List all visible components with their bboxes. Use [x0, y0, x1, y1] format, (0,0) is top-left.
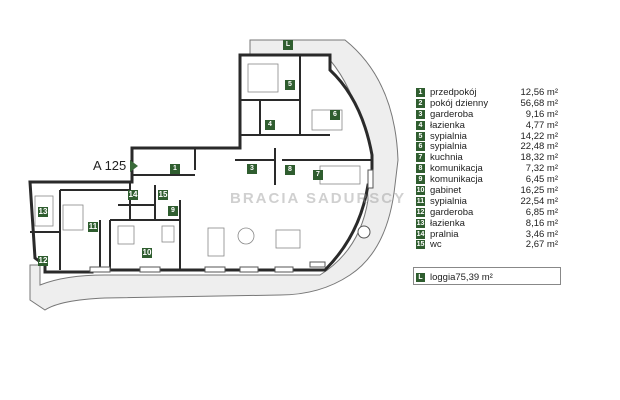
legend-room-name: łazienka — [430, 217, 465, 229]
legend-badge: 7 — [416, 153, 425, 163]
room-badge-9: 9 — [168, 206, 178, 216]
legend-room-area: 3,46 m² — [525, 228, 558, 240]
room-badge-10: 10 — [142, 248, 152, 258]
room-badge-loggia: L — [283, 40, 293, 50]
legend-room-area: 18,32 m² — [520, 152, 559, 164]
legend-row: 15 wc 2,67 m² — [416, 239, 558, 250]
legend-badge: 9 — [416, 175, 425, 185]
room-badge-8: 8 — [285, 165, 295, 175]
legend-room-name: garderoba — [430, 108, 474, 120]
watermark: BRACIA SADURSCY — [230, 190, 407, 207]
entrance-arrow-icon — [130, 159, 139, 172]
room-badge-12: 12 — [38, 256, 48, 266]
legend-badge: 8 — [416, 164, 425, 174]
legend-room-name: sypialnia — [430, 195, 467, 207]
legend-room-name: komunikacja — [430, 174, 483, 186]
room-badge-11: 11 — [88, 222, 98, 232]
legend-room-area: 4,77 m² — [525, 119, 558, 131]
legend-row: 8 komunikacja 7,32 m² — [416, 163, 558, 174]
legend-badge: 1 — [416, 87, 425, 97]
interior-walls — [30, 55, 372, 270]
legend-row: 3 garderoba 9,16 m² — [416, 109, 558, 120]
legend-room-area: 12,56 m² — [520, 86, 559, 98]
legend-row: 1 przedpokój 12,56 m² — [416, 87, 558, 98]
legend-row: 9 komunikacja 6,45 m² — [416, 174, 558, 185]
legend-badge: 10 — [416, 185, 425, 195]
legend-room-area: 9,16 m² — [525, 108, 558, 120]
legend-room-name: gabinet — [430, 184, 462, 196]
legend-room-name: łazienka — [430, 119, 465, 131]
legend-row: 6 sypialnia 22,48 m² — [416, 141, 558, 152]
apartment-outline — [28, 53, 374, 274]
legend-room-area: 22,48 m² — [520, 141, 559, 153]
room-legend: 1 przedpokój 12,56 m² 2 pokój dzienny 56,68 m… — [416, 87, 558, 250]
legend-room-area: 2,67 m² — [525, 239, 558, 251]
room-badge-5: 5 — [285, 80, 295, 90]
legend-room-area: 8,16 m² — [525, 217, 558, 229]
legend-room-name: pokój dzienny — [430, 97, 489, 109]
room-badge-1: 1 — [170, 164, 180, 174]
legend-row: 13 łazienka 8,16 m² — [416, 218, 558, 229]
furniture — [34, 63, 361, 257]
legend-badge: 13 — [416, 218, 425, 228]
legend-room-name: pralnia — [430, 228, 459, 240]
column-circle — [357, 225, 371, 239]
legend-room-area: 14,22 m² — [520, 130, 559, 142]
legend-room-name: sypialnia — [430, 130, 467, 142]
legend-row: 7 kuchnia 18,32 m² — [416, 152, 558, 163]
room-badge-3: 3 — [247, 164, 257, 174]
legend-room-area: 7,32 m² — [525, 163, 558, 175]
legend-room-area: 6,85 m² — [525, 206, 558, 218]
legend-badge: 2 — [416, 98, 425, 108]
legend-badge: 4 — [416, 120, 425, 130]
legend-room-area: 75,39 m² — [455, 271, 493, 283]
room-badge-6: 6 — [330, 110, 340, 120]
legend-room-name: przedpokój — [430, 86, 477, 98]
legend-row: 2 pokój dzienny 56,68 m² — [416, 98, 558, 109]
legend-room-area: 56,68 m² — [520, 97, 559, 109]
unit-label: A 125 — [93, 158, 139, 173]
legend-row: 4 łazienka 4,77 m² — [416, 120, 558, 131]
room-badge-7: 7 — [313, 170, 323, 180]
unit-code: A 125 — [93, 158, 127, 173]
legend-room-area: 16,25 m² — [520, 184, 559, 196]
legend-badge: 5 — [416, 131, 425, 141]
legend-row: 14 pralnia 3,46 m² — [416, 229, 558, 240]
loggia-area — [29, 39, 399, 311]
legend-room-name: sypialnia — [430, 141, 467, 153]
legend-room-name: komunikacja — [430, 163, 483, 175]
legend-badge: 3 — [416, 109, 425, 119]
legend-row: 11 sypialnia 22,54 m² — [416, 196, 558, 207]
room-badge-13: 13 — [38, 207, 48, 217]
legend-row: 5 sypialnia 14,22 m² — [416, 131, 558, 142]
room-badge-15: 15 — [158, 190, 168, 200]
legend-room-name: garderoba — [430, 206, 474, 218]
legend-badge: L — [416, 272, 425, 282]
legend-badge: 11 — [416, 196, 425, 206]
legend-badge: 12 — [416, 207, 425, 217]
room-badge-14: 14 — [128, 190, 138, 200]
legend-badge: 15 — [416, 240, 425, 250]
legend-row: 12 garderoba 6,85 m² — [416, 207, 558, 218]
legend-room-area: 22,54 m² — [520, 195, 559, 207]
legend-row: 10 gabinet 16,25 m² — [416, 185, 558, 196]
legend-room-name: wc — [430, 239, 442, 251]
windows — [89, 169, 374, 273]
room-badge-4: 4 — [265, 120, 275, 130]
legend-badge: 6 — [416, 142, 425, 152]
loggia-legend-frame — [413, 267, 561, 285]
legend-room-name: kuchnia — [430, 152, 463, 164]
loggia-legend-row: L loggia 75,39 m² — [416, 270, 558, 284]
legend-badge: 14 — [416, 229, 425, 239]
legend-room-area: 6,45 m² — [525, 174, 558, 186]
legend-room-name: loggia — [430, 271, 456, 283]
